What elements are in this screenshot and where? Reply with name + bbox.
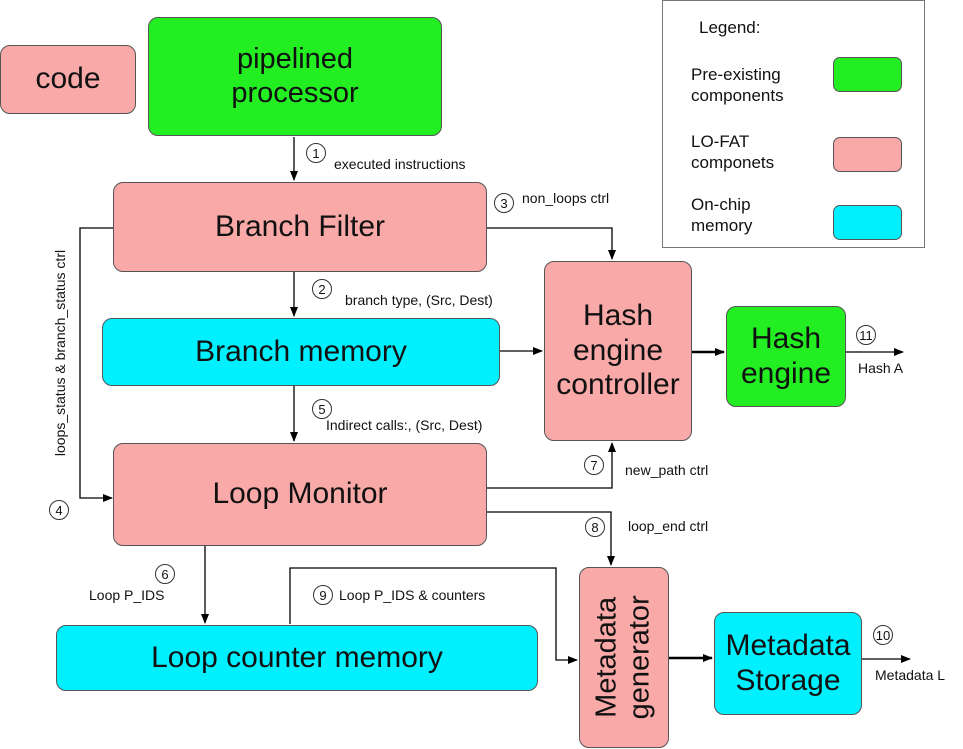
loop-monitor-box: Loop Monitor — [113, 443, 487, 546]
legend-swatch-pre-existing — [833, 57, 902, 92]
legend: Legend: Pre-existing components LO-FAT c… — [662, 0, 925, 248]
loop-counter-memory-box: Loop counter memory — [56, 625, 538, 691]
hash-controller-line2: engine — [572, 333, 664, 367]
pipelined-processor-line2: processor — [231, 76, 359, 109]
edge-4-number: 4 — [49, 500, 69, 520]
pipelined-processor-box: pipelined processor — [148, 17, 442, 136]
edge-8-label: loop_end ctrl — [628, 518, 709, 534]
edge-7-line — [487, 442, 616, 489]
legend-onchip-line1: On-chip — [691, 195, 751, 214]
legend-lofat-line2: componets — [691, 153, 775, 173]
legend-swatch-onchip — [833, 205, 902, 240]
hash-engine-line2: engine — [740, 356, 832, 390]
edge-10-label: Metadata L — [875, 667, 946, 683]
legend-item-pre-existing-label: Pre-existing components — [691, 64, 784, 107]
legend-item-onchip-label: On-chip memory — [691, 194, 752, 237]
edge-3-label: non_loops ctrl — [522, 190, 610, 206]
edge-3-number: 3 — [494, 193, 514, 213]
metadata-generator-text: Metadata generator — [591, 595, 658, 719]
legend-onchip-line2: memory — [691, 216, 753, 236]
edge-9-line — [289, 567, 578, 664]
edge-10-number: 10 — [873, 625, 893, 645]
edge-6-label: Loop P_IDS — [89, 587, 165, 603]
loop-monitor-label: Loop Monitor — [212, 477, 388, 511]
code-box: code — [0, 45, 136, 114]
metadata-storage-line1: Metadata — [725, 629, 851, 662]
edge-11-number: 11 — [856, 325, 876, 345]
hash-engine-line1: Hash — [750, 322, 822, 355]
edge-2-label: branch type, (Src, Dest) — [345, 292, 493, 308]
metadata-storage-box: Metadata Storage — [714, 612, 862, 715]
edge-9-number: 9 — [313, 585, 333, 605]
edge-7-number: 7 — [584, 455, 604, 475]
metadata-generator-box: Metadata generator — [579, 567, 669, 748]
edge-8-number: 8 — [585, 517, 605, 537]
branch-filter-box: Branch Filter — [113, 182, 487, 272]
edge-1-number: 1 — [306, 143, 326, 163]
edge-5-number: 5 — [312, 399, 332, 419]
edge-6-number: 6 — [155, 564, 175, 584]
branch-filter-label: Branch Filter — [214, 209, 386, 243]
code-label: code — [35, 62, 101, 96]
legend-pre-existing-line1: Pre-existing — [691, 65, 781, 84]
edge-8-line — [487, 511, 615, 566]
metadata-storage-line2: Storage — [735, 663, 841, 697]
loop-counter-memory-label: Loop counter memory — [151, 640, 443, 674]
edge-1-label: executed instructions — [334, 156, 466, 172]
legend-item-lofat-label: LO-FAT componets — [691, 131, 774, 174]
legend-pre-existing-line2: components — [691, 86, 784, 106]
metadata-generator-line1: Metadata — [590, 597, 623, 718]
pipelined-processor-line1: pipelined — [236, 43, 354, 76]
branch-memory-box: Branch memory — [102, 318, 500, 386]
edge-5-label: Indirect calls:, (Src, Dest) — [326, 417, 483, 433]
edge-4-line — [79, 227, 113, 502]
hash-engine-controller-box: Hash engine controller — [544, 261, 692, 441]
legend-swatch-lofat — [833, 137, 902, 172]
edge-4-label: loops_status & branch_status ctrl — [52, 249, 68, 457]
edge-2-number: 2 — [312, 279, 332, 299]
edge-9-label: Loop P_IDS & counters — [339, 587, 486, 603]
legend-title: Legend: — [699, 18, 761, 37]
metadata-generator-line2: generator — [624, 595, 656, 720]
hash-controller-line1: Hash — [582, 299, 654, 333]
hash-controller-line3: controller — [556, 368, 680, 402]
edge-3-line — [487, 227, 616, 260]
branch-memory-label: Branch memory — [195, 334, 407, 368]
hash-engine-box: Hash engine — [726, 306, 846, 407]
legend-lofat-line1: LO-FAT — [691, 132, 750, 151]
edge-7-label: new_path ctrl — [625, 462, 709, 478]
edge-11-label: Hash A — [858, 360, 904, 376]
